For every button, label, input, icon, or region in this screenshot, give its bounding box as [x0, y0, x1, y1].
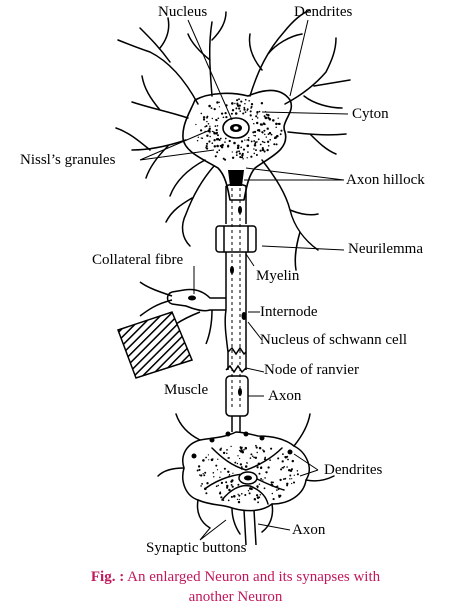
- caption-prefix: Fig. :: [90, 569, 125, 585]
- figure-caption-line2: another Neuron: [188, 589, 283, 605]
- lower-nucleus: [238, 471, 258, 485]
- muscle-block: [117, 311, 194, 379]
- neuron-diagram: [115, 9, 351, 546]
- collateral-nucleus: [188, 295, 196, 301]
- label-nucleus-schwann: Nucleus of schwann cell: [260, 332, 408, 348]
- label-axon-hillock: Axon hillock: [346, 172, 425, 188]
- cell-body: [182, 89, 293, 201]
- upper-dendrites: [115, 9, 351, 271]
- label-muscle: Muscle: [164, 382, 209, 398]
- label-internode: Internode: [260, 304, 318, 320]
- label-neurilemma: Neurilemma: [348, 241, 423, 257]
- label-axon-bottom: Axon: [292, 522, 326, 538]
- nissl-stipple: [195, 98, 283, 161]
- caption-line1: An enlarged Neuron and its synapses with: [127, 569, 381, 585]
- label-nucleus: Nucleus: [158, 4, 208, 20]
- leader-lines: [139, 19, 349, 541]
- lower-axon: [243, 509, 257, 546]
- label-dendrites-top: Dendrites: [294, 4, 353, 20]
- label-myelin: Myelin: [256, 268, 300, 284]
- axon-hillock-shape: [228, 170, 244, 186]
- synaptic-knobs: [191, 431, 293, 459]
- schwann-nuclei: [230, 206, 247, 396]
- label-cyton: Cyton: [352, 106, 389, 122]
- lower-stipple: [196, 444, 299, 504]
- label-nissls-granules: Nissl’s granules: [20, 152, 116, 168]
- figure-caption: Fig. : An enlarged Neuron and its synaps…: [0, 568, 471, 587]
- label-node-of-ranvier: Node of ranvier: [264, 362, 359, 378]
- axon-sheath: [215, 183, 257, 432]
- cyton-outline: [182, 89, 293, 201]
- label-synaptic-buttons: Synaptic buttons: [146, 540, 247, 556]
- collateral-fibre-shape: [139, 281, 226, 345]
- label-dendrites-bottom: Dendrites: [324, 462, 383, 478]
- label-axon-mid: Axon: [268, 388, 302, 404]
- label-collateral-fibre: Collateral fibre: [92, 252, 184, 268]
- axon-core: [231, 188, 241, 410]
- nucleus-shape: [222, 117, 250, 139]
